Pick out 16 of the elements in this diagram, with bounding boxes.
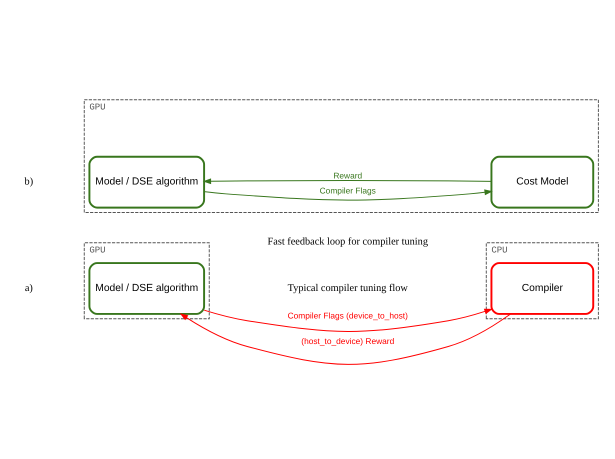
arrow bbox=[202, 178, 492, 184]
node-box: Compiler bbox=[490, 262, 594, 315]
edge-label: Reward bbox=[333, 170, 362, 181]
edge-label: (host_to_device) Reward bbox=[301, 336, 394, 346]
arrow bbox=[204, 308, 493, 332]
node-box: Model / DSE algorithm bbox=[88, 156, 206, 209]
node-box: Cost Model bbox=[490, 156, 594, 209]
label: a) bbox=[24, 282, 33, 294]
edge-label: Compiler Flags bbox=[320, 185, 376, 196]
arrow bbox=[204, 189, 493, 201]
node-box: Model / DSE algorithm bbox=[88, 262, 206, 315]
label: b) bbox=[24, 176, 34, 188]
label: Fast feedback loop for compiler tuning bbox=[268, 236, 428, 248]
label: Typical compiler tuning flow bbox=[288, 282, 408, 294]
arrow bbox=[180, 313, 512, 365]
edge-label: Compiler Flags (device_to_host) bbox=[288, 310, 408, 320]
